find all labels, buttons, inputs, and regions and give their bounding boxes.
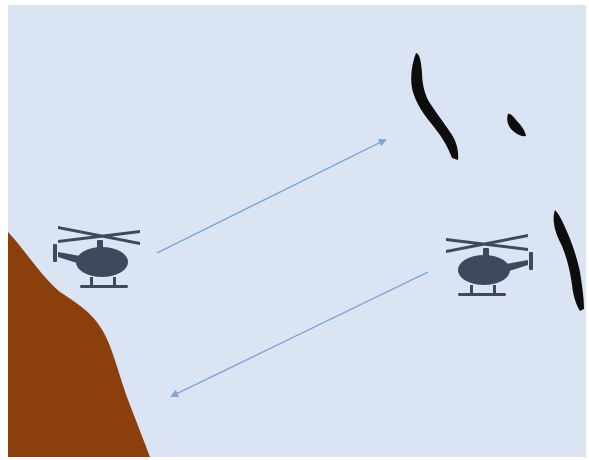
scene-svg [0,0,589,460]
diagram-canvas [0,0,589,460]
